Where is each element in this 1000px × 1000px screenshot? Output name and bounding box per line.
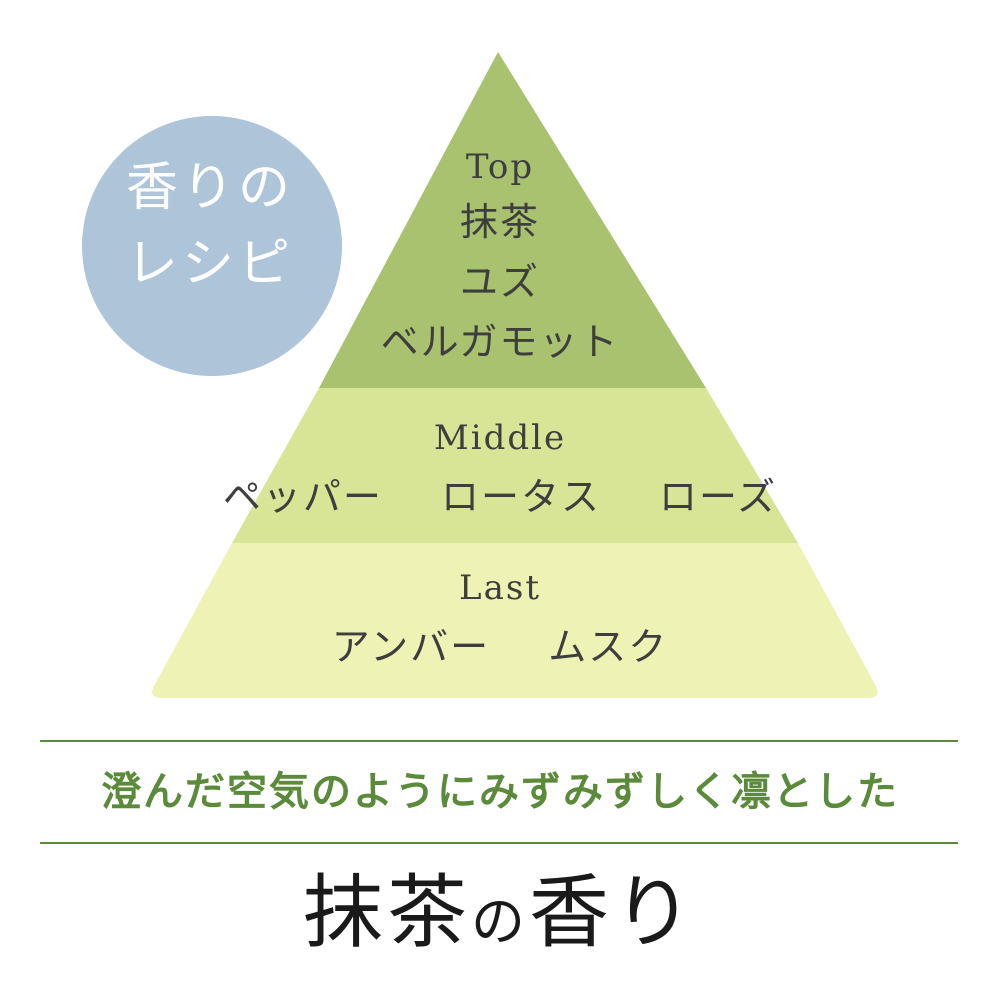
divider-bottom <box>40 842 958 844</box>
product-title-particle: の <box>471 890 529 953</box>
top-note-item: ユズ <box>459 260 540 304</box>
product-title-tail: 香り <box>529 866 697 959</box>
middle-note-item: ロータス <box>440 475 601 519</box>
top-notes-block: Top 抹茶 ユズ ベルガモット <box>0 142 1000 372</box>
last-notes-row: アンバー ムスク <box>0 611 1000 683</box>
last-notes-label: Last <box>459 568 541 608</box>
divider-top <box>40 740 958 742</box>
product-title: 抹茶の香り <box>0 858 1000 977</box>
middle-note-item: ペッパー <box>222 475 383 519</box>
last-note-item: アンバー <box>331 625 491 669</box>
badge-line-1: 香りの <box>125 158 294 218</box>
badge-line-2: レシピ <box>125 234 294 294</box>
pyramid-last-tier <box>152 543 878 698</box>
badge-circle <box>82 116 342 376</box>
middle-notes-label: Middle <box>433 418 567 458</box>
recipe-badge: 香りの レシピ <box>90 150 330 302</box>
middle-notes-block: Middle ペッパー ロータス ローズ <box>0 415 1000 533</box>
tagline: 澄んだ空気のようにみずみずしく凛とした <box>101 769 899 815</box>
fragrance-pyramid <box>82 52 878 698</box>
middle-notes-row: ペッパー ロータス ローズ <box>0 461 1000 533</box>
top-notes-label: Top <box>465 147 535 187</box>
product-title-main: 抹茶 <box>303 866 471 959</box>
top-note-item: ベルガモット <box>380 320 620 364</box>
middle-note-item: ローズ <box>659 475 778 519</box>
last-note-item: ムスク <box>548 625 669 669</box>
last-notes-block: Last アンバー ムスク <box>0 565 1000 683</box>
top-note-item: 抹茶 <box>459 200 540 244</box>
pyramid-middle-tier <box>232 388 798 543</box>
pyramid-top-tier <box>319 52 706 388</box>
